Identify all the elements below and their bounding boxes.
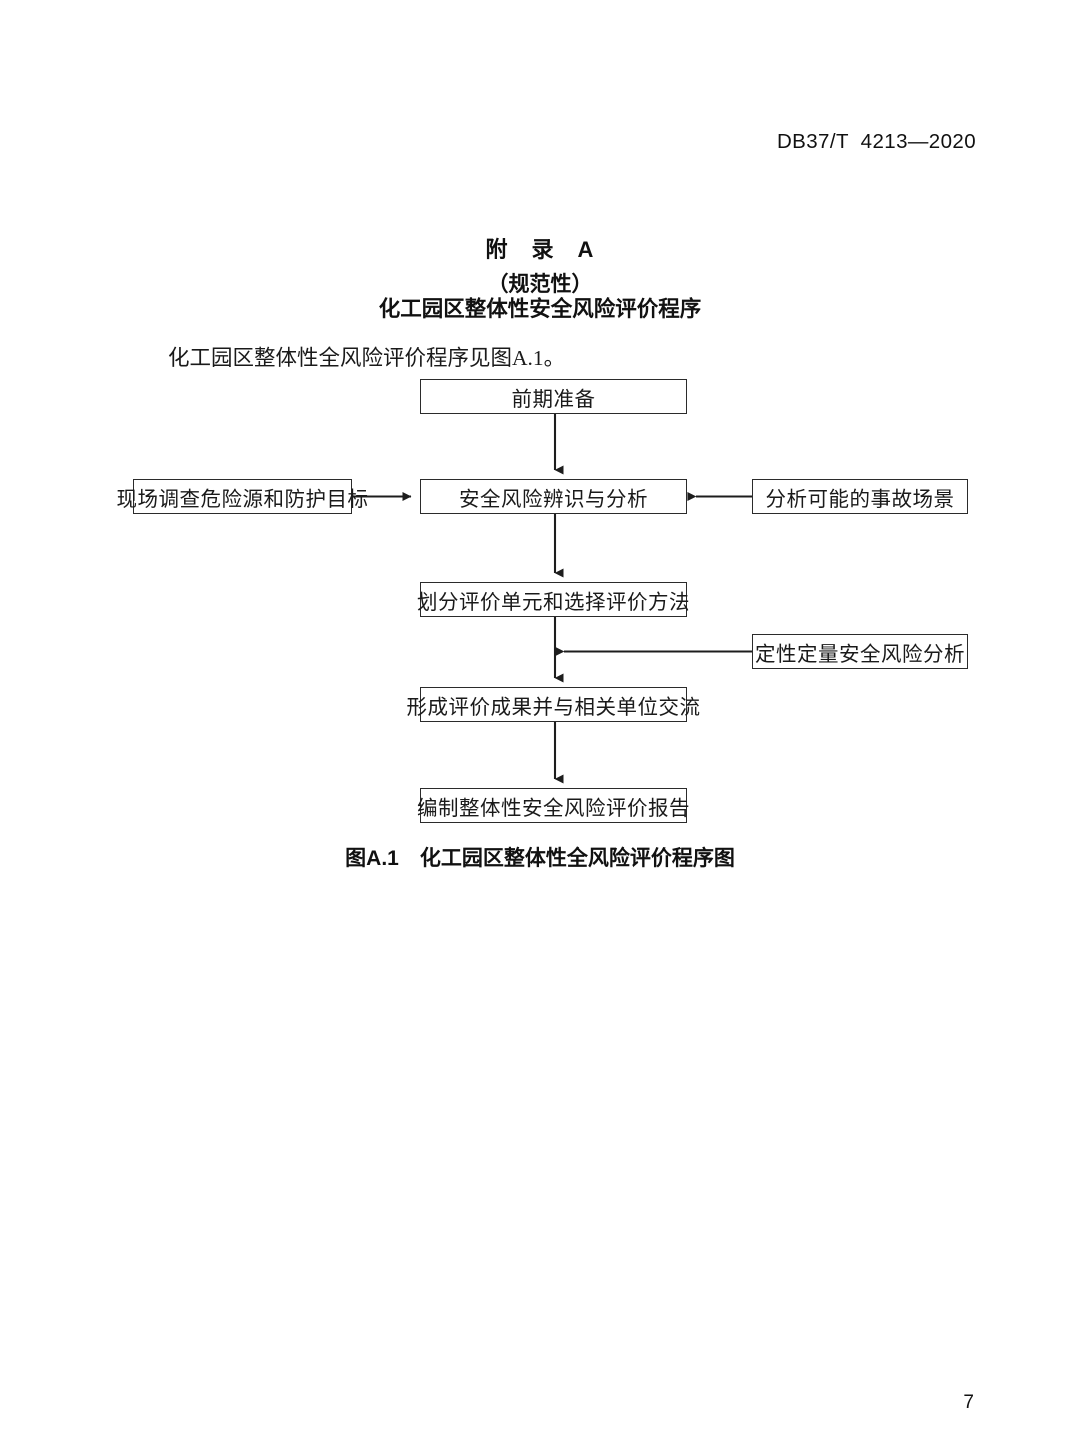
flow-node-label: 划分评价单元和选择评价方法 [417, 591, 690, 614]
flowchart-connectors [352, 414, 752, 784]
annex-name: 化工园区整体性安全风险评价程序 [378, 297, 702, 321]
annex-label: 附 录 A [485, 237, 595, 262]
flow-node-site-survey[interactable]: 现场调查危险源和防护目标 [117, 479, 368, 514]
figure-caption: 图A.1 化工园区整体性全风险评价程序图 [345, 847, 735, 870]
flow-node-label: 定性定量安全风险分析 [755, 643, 965, 666]
flow-node-identification[interactable]: 安全风险辨识与分析 [420, 479, 687, 514]
flow-node-preparation[interactable]: 前期准备 [420, 379, 687, 414]
standard-code-header: DB37/T 4213—2020 [776, 130, 976, 153]
flow-node-label: 编制整体性安全风险评价报告 [417, 797, 690, 820]
flow-node-label: 分析可能的事故场景 [765, 488, 955, 511]
flow-node-label: 形成评价成果并与相关单位交流 [406, 696, 701, 719]
flow-node-label: 前期准备 [511, 388, 596, 411]
flow-node-report[interactable]: 编制整体性安全风险评价报告 [417, 788, 690, 823]
flow-node-label: 安全风险辨识与分析 [459, 488, 648, 511]
flow-node-label: 现场调查危险源和防护目标 [116, 488, 369, 511]
flow-node-quantitative-analysis[interactable]: 定性定量安全风险分析 [752, 634, 968, 669]
flow-node-result-exchange[interactable]: 形成评价成果并与相关单位交流 [407, 687, 700, 722]
body-paragraph: 化工园区整体性全风险评价程序见图A.1。 [168, 346, 566, 370]
flowchart: 前期准备 现场调查危险源和防护目标 安全风险辨识与分析 分析可能的事故场景 划分… [117, 379, 968, 823]
annex-type: （规范性） [487, 273, 593, 296]
flow-node-unit-method[interactable]: 划分评价单元和选择评价方法 [417, 582, 690, 617]
flow-node-accident-scenario[interactable]: 分析可能的事故场景 [752, 479, 968, 514]
page-number: 7 [963, 1392, 974, 1413]
